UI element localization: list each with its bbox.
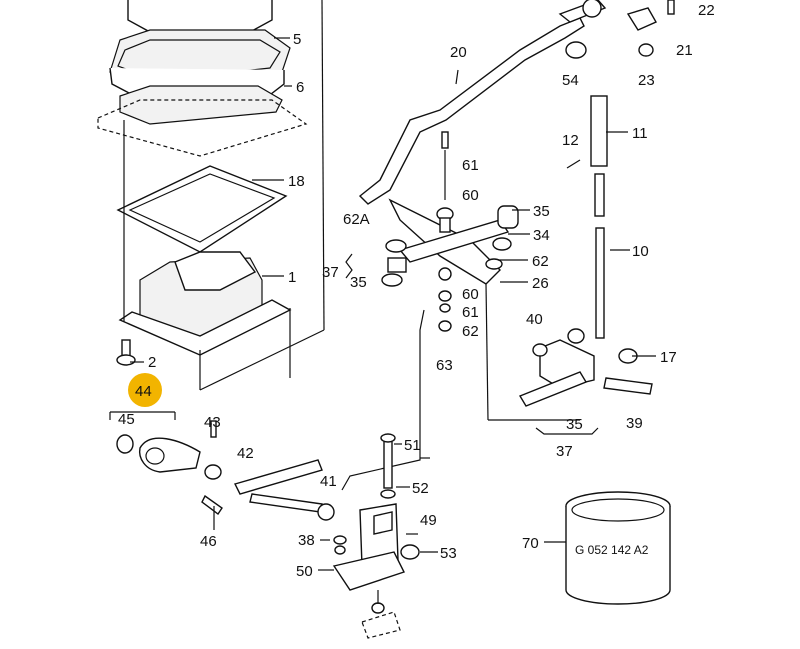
part-number-stamp: G 052 142 A2: [575, 543, 649, 557]
ring-70: [565, 491, 671, 605]
shift-rod: [233, 309, 430, 521]
callout-35-bottom[interactable]: 35: [566, 416, 583, 433]
callout-44[interactable]: 44: [135, 383, 152, 400]
callout-23[interactable]: 23: [638, 72, 655, 89]
callout-17[interactable]: 17: [660, 349, 677, 366]
callout-60-mid[interactable]: 60: [462, 286, 479, 303]
callout-21[interactable]: 21: [676, 42, 693, 59]
callout-63[interactable]: 63: [436, 357, 453, 374]
callout-11[interactable]: 11: [632, 125, 648, 142]
boot-assembly: [97, 0, 325, 391]
callout-10[interactable]: 10: [632, 243, 649, 260]
callout-62-right[interactable]: 62: [532, 253, 549, 270]
callout-35-top[interactable]: 35: [533, 203, 550, 220]
callout-51[interactable]: 51: [404, 437, 421, 454]
callout-2[interactable]: 2: [148, 354, 156, 371]
callout-45[interactable]: 45: [118, 411, 135, 428]
callout-6[interactable]: 6: [296, 79, 304, 96]
callout-61-top[interactable]: 61: [462, 157, 479, 174]
callout-62A[interactable]: 62A: [343, 211, 370, 228]
callout-40[interactable]: 40: [526, 311, 543, 328]
callout-60-top[interactable]: 60: [462, 187, 479, 204]
leader-lines: [130, 37, 656, 571]
callout-54[interactable]: 54: [562, 72, 579, 89]
callout-41[interactable]: 41: [320, 473, 337, 490]
callout-43[interactable]: 43: [204, 414, 221, 431]
callout-46[interactable]: 46: [200, 533, 217, 550]
callout-35-left[interactable]: 35: [350, 274, 367, 291]
callout-22[interactable]: 22: [698, 2, 715, 19]
callout-53[interactable]: 53: [440, 545, 457, 562]
callout-20[interactable]: 20: [450, 44, 467, 61]
callout-62-mid[interactable]: 62: [462, 323, 479, 340]
callout-70[interactable]: 70: [522, 535, 539, 552]
callout-34[interactable]: 34: [533, 227, 550, 244]
cross-lever-assembly: [381, 131, 580, 421]
callout-labels: 22 5 21 20 54 23 6 11 12 61 18 60 35 62A…: [118, 2, 715, 580]
callout-1[interactable]: 1: [288, 269, 296, 286]
callout-37-bottom[interactable]: 37: [556, 443, 573, 460]
callout-50[interactable]: 50: [296, 563, 313, 580]
selector-lever-group: [109, 411, 223, 530]
callout-52[interactable]: 52: [412, 480, 429, 497]
bracket-assembly: [332, 433, 420, 639]
callout-37-left[interactable]: 37: [322, 264, 339, 281]
callout-49[interactable]: 49: [420, 512, 437, 529]
right-linkage: [518, 0, 675, 407]
callout-42[interactable]: 42: [237, 445, 254, 462]
callout-61-mid[interactable]: 61: [462, 304, 479, 321]
callout-12[interactable]: 12: [562, 132, 579, 149]
callout-38[interactable]: 38: [298, 532, 315, 549]
callout-26[interactable]: 26: [532, 275, 549, 292]
callout-18[interactable]: 18: [288, 173, 305, 190]
callout-5[interactable]: 5: [293, 31, 301, 48]
callout-39[interactable]: 39: [626, 415, 643, 432]
rod-20: [358, 0, 607, 205]
highlight-marker: [128, 373, 162, 407]
